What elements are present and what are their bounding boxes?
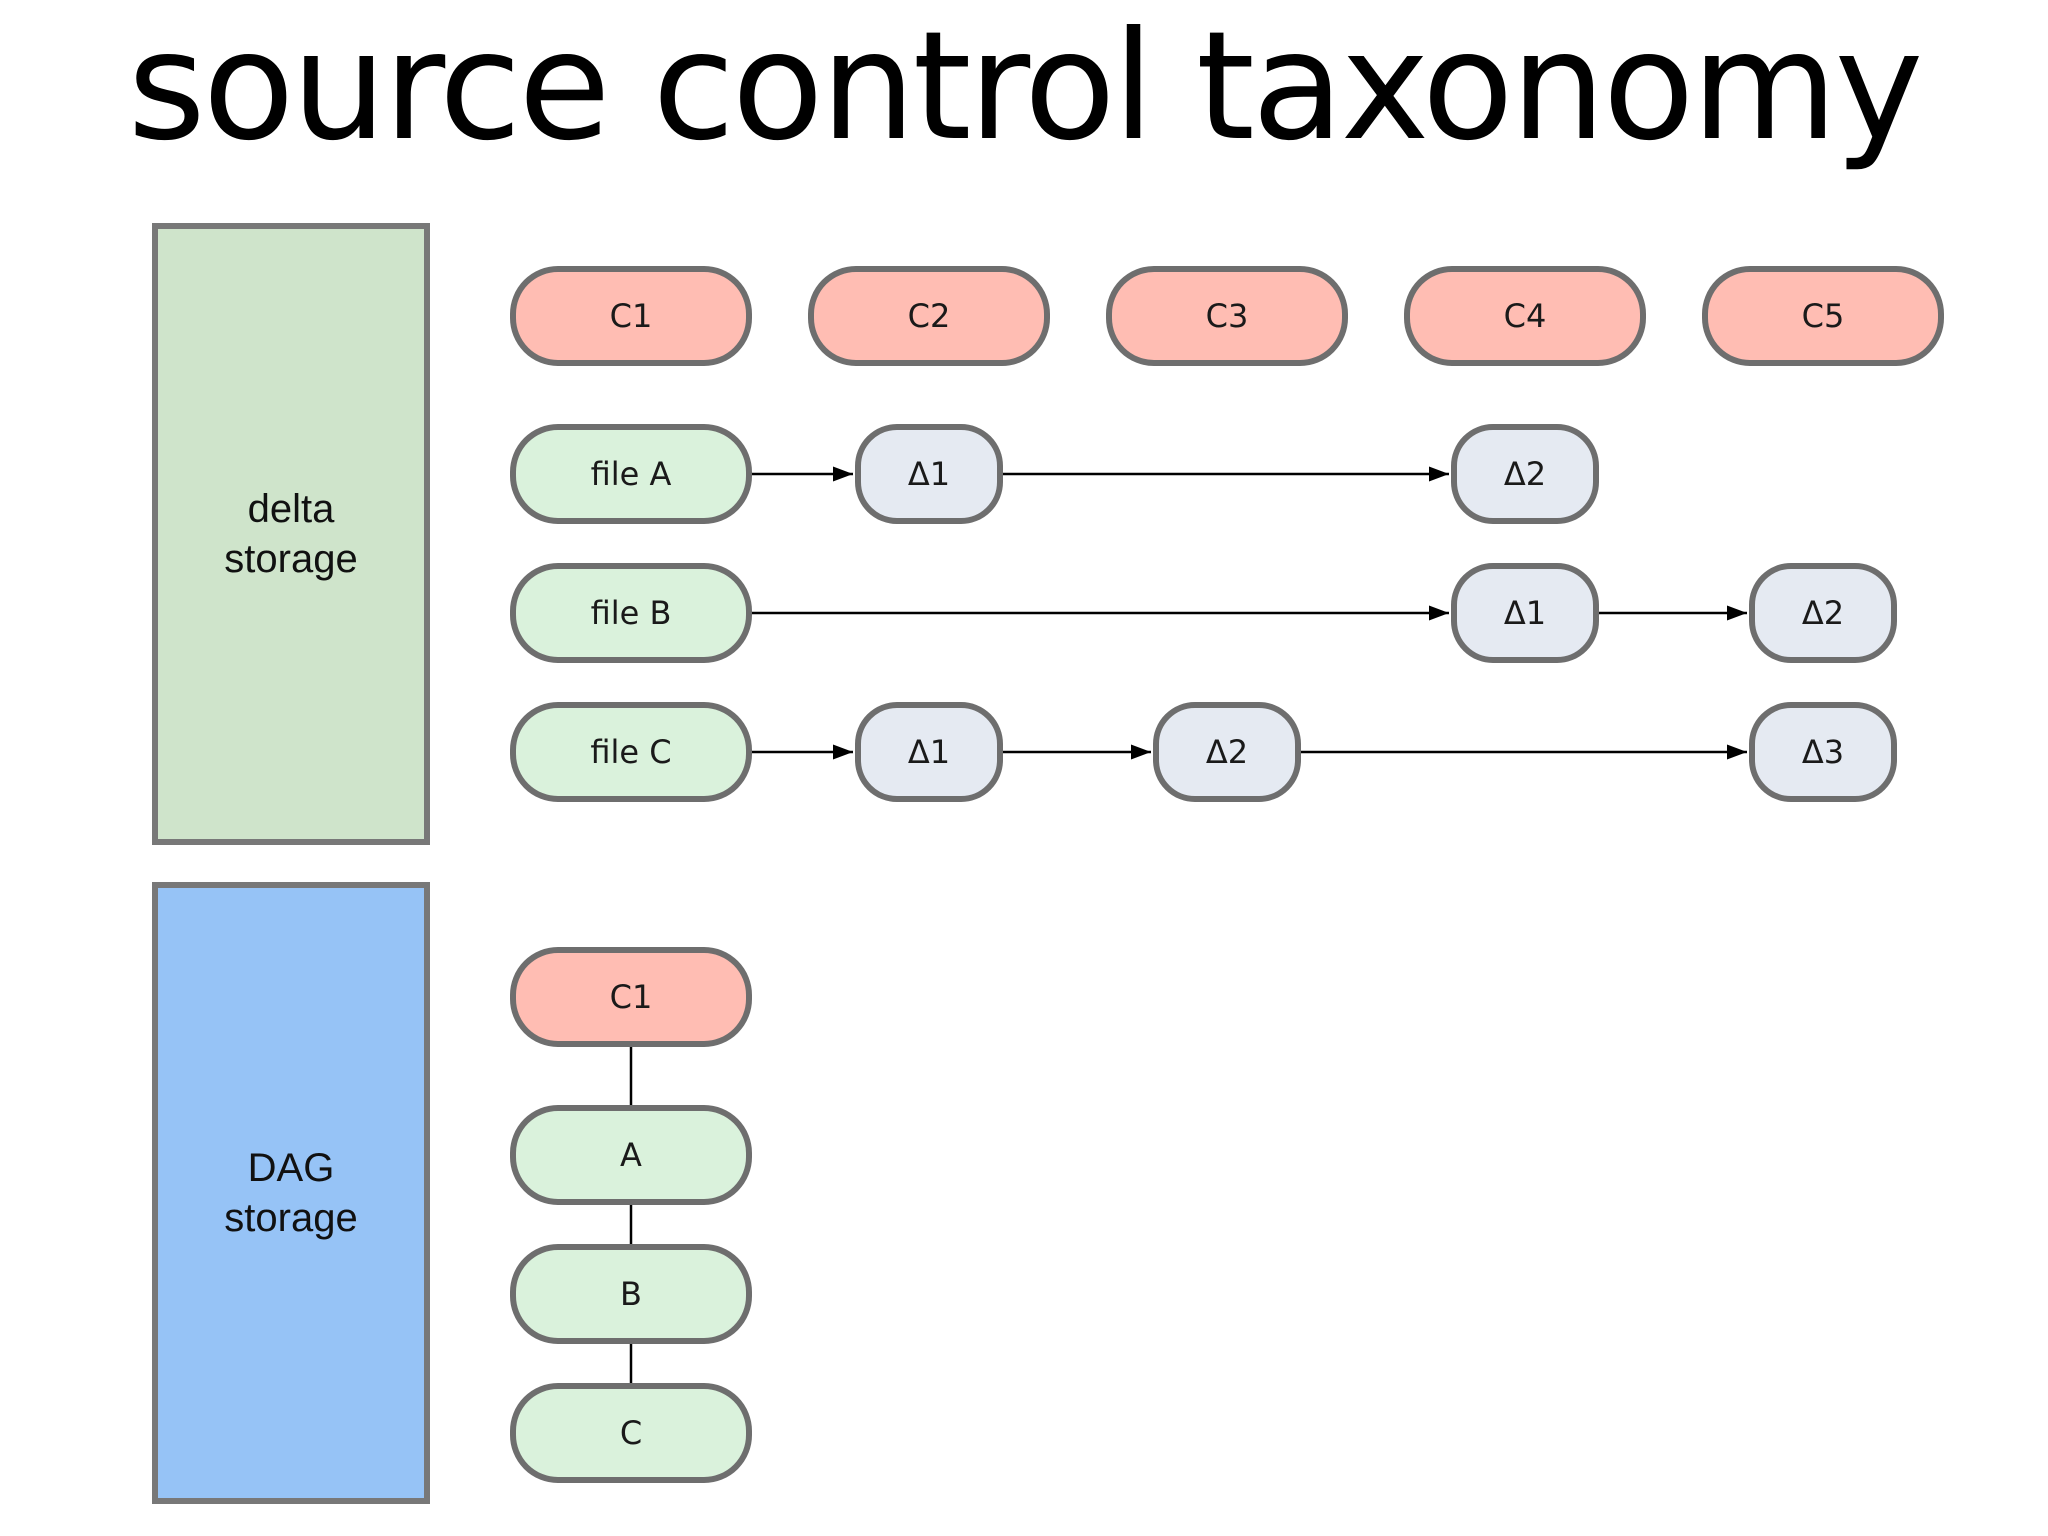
delta-storage-panel: delta storage [152, 223, 430, 845]
commit-node-c2: C2 [808, 266, 1050, 366]
file-a-delta-2-node: Δ2 [1451, 424, 1599, 524]
dag-file-b-node: B [510, 1244, 752, 1344]
file-b-node: file B [510, 563, 752, 663]
file-c-node: file C [510, 702, 752, 802]
dag-file-a-node: A [510, 1105, 752, 1205]
dag-file-c-node: C [510, 1383, 752, 1483]
file-c-delta-2-node: Δ2 [1153, 702, 1301, 802]
commit-node-c4: C4 [1404, 266, 1646, 366]
file-b-delta-1-node: Δ1 [1451, 563, 1599, 663]
dag-commit-node: C1 [510, 947, 752, 1047]
dag-storage-label: DAG storage [224, 1146, 358, 1240]
file-a-delta-1-node: Δ1 [855, 424, 1003, 524]
commit-node-c5: C5 [1702, 266, 1944, 366]
dag-storage-panel: DAG storage [152, 882, 430, 1504]
file-c-delta-3-node: Δ3 [1749, 702, 1897, 802]
slide-title: source control taxonomy [127, 0, 1924, 174]
file-a-node: file A [510, 424, 752, 524]
file-b-delta-2-node: Δ2 [1749, 563, 1897, 663]
delta-storage-label: delta storage [224, 487, 358, 581]
file-c-delta-1-node: Δ1 [855, 702, 1003, 802]
commit-node-c3: C3 [1106, 266, 1348, 366]
commit-node-c1: C1 [510, 266, 752, 366]
